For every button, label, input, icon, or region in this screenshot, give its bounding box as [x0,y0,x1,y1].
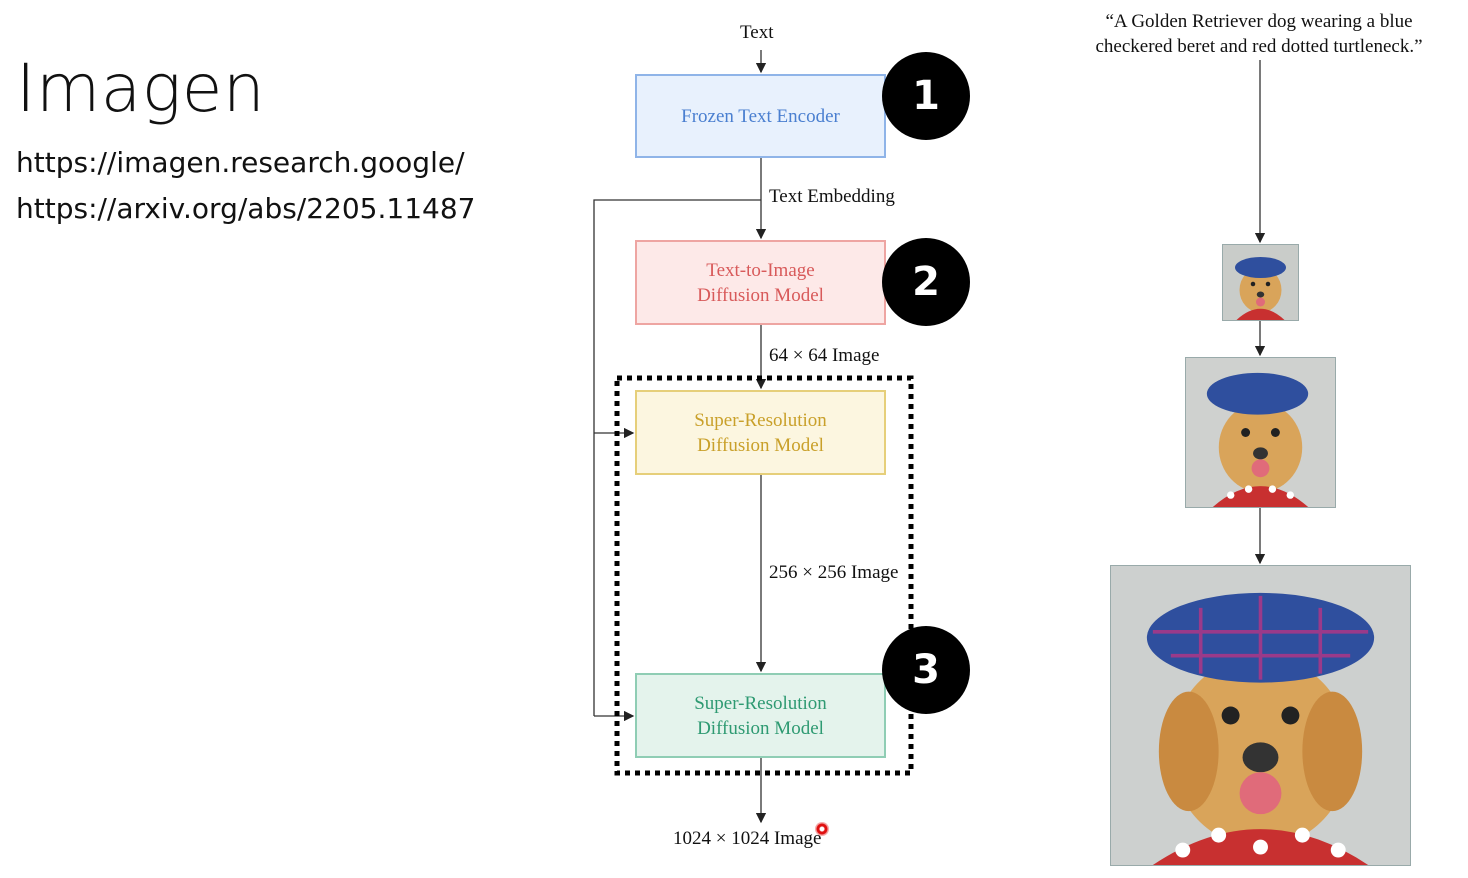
golden-retriever-64-image [1222,244,1299,321]
super-resolution-highlight [614,375,914,776]
embedding-branch [593,199,761,716]
stage-label-line1: Super-Resolution [694,692,827,714]
stage-label-line1: Super-Resolution [694,409,827,431]
dog-illustration [1186,358,1335,507]
step-2-badge: 2 [882,238,970,326]
text-input-label: Text [740,22,774,43]
golden-retriever-256-image [1185,357,1336,508]
project-link[interactable]: https://imagen.research.google/ [16,146,465,179]
frozen-text-encoder-box: Frozen Text Encoder [635,74,886,158]
super-resolution-1024-box: Super-Resolution Diffusion Model [635,673,886,758]
super-resolution-256-box: Super-Resolution Diffusion Model [635,390,886,475]
image-64-label: 64 × 64 Image [769,345,880,366]
step-3-badge: 3 [882,626,970,714]
stage-label-line2: Diffusion Model [697,434,824,456]
stage-label-line2: Diffusion Model [697,717,824,739]
text-to-image-diffusion-box: Text-to-Image Diffusion Model [635,240,886,325]
prompt-line-1: “A Golden Retriever dog wearing a blue [1105,11,1413,32]
stage-label: Frozen Text Encoder [681,105,840,127]
golden-retriever-1024-image [1110,565,1411,866]
paper-link[interactable]: https://arxiv.org/abs/2205.11487 [16,192,476,225]
stage-label-line1: Text-to-Image [706,259,815,281]
stage-label-line2: Diffusion Model [697,284,824,306]
cursor-indicator [815,822,829,836]
image-256-label: 256 × 256 Image [769,562,899,583]
dog-illustration [1223,245,1298,320]
example-prompt: “A Golden Retriever dog wearing a blue c… [1059,9,1459,59]
text-embedding-label: Text Embedding [769,186,895,207]
step-1-badge: 1 [882,52,970,140]
image-1024-label: 1024 × 1024 Image [673,828,822,849]
prompt-line-2: checkered beret and red dotted turtlenec… [1095,36,1423,57]
dog-illustration [1111,566,1410,865]
slide-title: Imagen [16,50,266,127]
